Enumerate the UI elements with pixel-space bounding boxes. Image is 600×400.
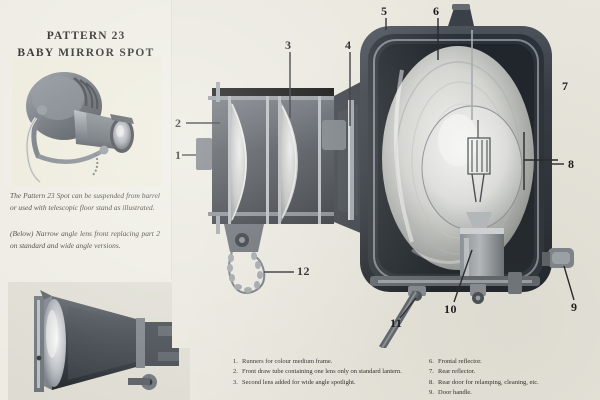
cutaway-plate: 1 2 3 4 5 6 7 8 9 10 11 12 <box>172 0 600 350</box>
page-title-line2: BABY MIRROR SPOT <box>17 46 155 59</box>
page-bottom-fade <box>233 394 600 400</box>
list-item-number: 3. <box>233 378 238 386</box>
cutaway-illustration <box>172 0 600 350</box>
callout-8: 8 <box>568 157 575 171</box>
list-item: 7. Rear reflector. <box>429 367 600 377</box>
list-item-number: 7. <box>429 368 434 376</box>
list-item: 2. Front draw tube containing one lens o… <box>233 367 423 377</box>
page-title-line1: PATTERN 23 <box>46 30 126 42</box>
callout-12: 12 <box>297 264 310 278</box>
caption-bottom: (Below) Narrow angle lens front replacin… <box>10 229 160 250</box>
narrow-angle-lens-photo <box>8 282 190 400</box>
list-item: 3. Second lens added for wide angle spot… <box>233 378 423 388</box>
list-item-number: 1. <box>233 358 238 365</box>
callout-2: 2 <box>175 116 182 130</box>
list-item-number: 6. <box>429 358 434 365</box>
key-list-right-column: 6. Frontal reflector. 7. Rear reflector.… <box>429 357 600 399</box>
list-item-text: Rear door for relamping, cleaning, etc. <box>438 378 539 386</box>
callout-5: 5 <box>381 4 388 18</box>
callout-3: 3 <box>285 38 292 52</box>
list-item-text: Front draw tube containing one lens only… <box>242 368 402 376</box>
list-item-text: Rear reflector. <box>438 368 476 376</box>
page-title: PATTERN 23 BABY MIRROR SPOT <box>0 28 172 61</box>
list-item-text: Second lens added for wide angle spotlig… <box>242 378 356 386</box>
callout-7: 7 <box>562 79 569 93</box>
product-photo <box>12 58 162 186</box>
list-item-number: 8. <box>429 378 434 386</box>
key-list: 1. Runners for colour medium frame. 2. F… <box>233 357 600 400</box>
callout-10: 10 <box>444 302 457 316</box>
list-item: 1. Runners for colour medium frame. <box>233 357 423 367</box>
list-item: 8. Rear door for relamping, cleaning, et… <box>429 378 600 388</box>
list-item-number: 2. <box>233 368 238 376</box>
list-item-text: Door handle. <box>438 389 472 397</box>
list-item-text: Frontal reflector. <box>438 358 482 365</box>
caption-top: The Pattern 23 Spot can be suspended fro… <box>10 191 160 212</box>
callout-4: 4 <box>345 38 352 52</box>
key-list-left-column: 1. Runners for colour medium frame. 2. F… <box>233 357 423 388</box>
callout-9: 9 <box>571 300 578 314</box>
callout-6: 6 <box>433 4 440 18</box>
list-item: 6. Frontal reflector. <box>429 357 600 367</box>
callout-1: 1 <box>175 148 182 162</box>
list-item-text: Runners for colour medium frame. <box>242 358 333 365</box>
callout-11: 11 <box>390 316 403 330</box>
list-item-number: 9. <box>429 389 434 397</box>
left-column: PATTERN 23 BABY MIRROR SPOT <box>0 0 190 400</box>
list-item: 9. Door handle. <box>429 388 600 398</box>
